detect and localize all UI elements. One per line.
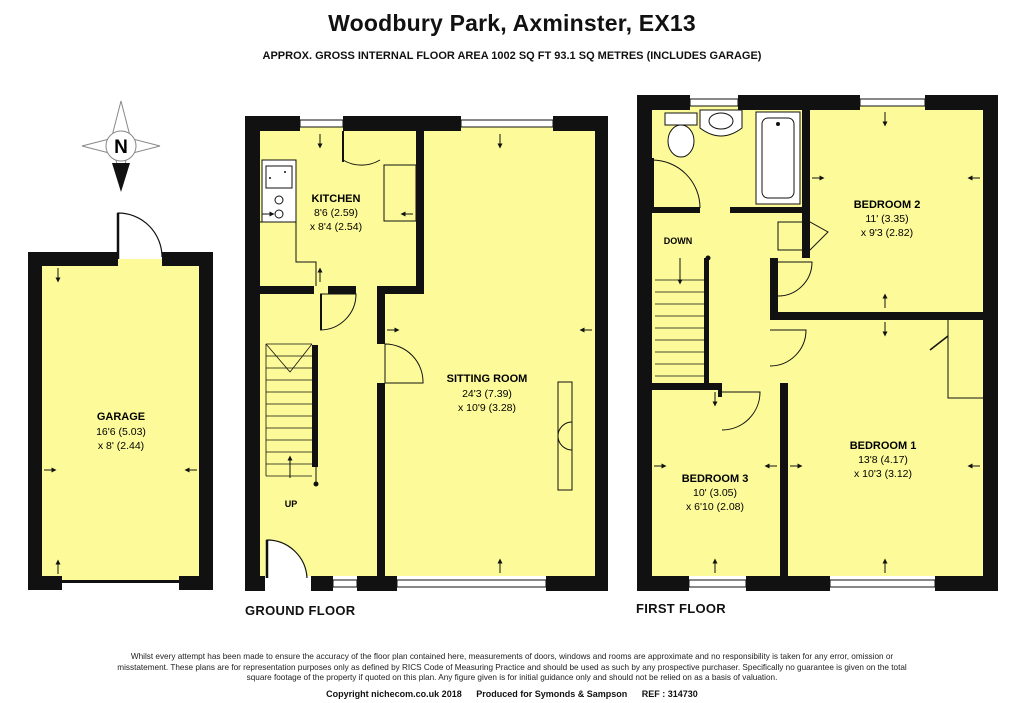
first-floor-plan [637, 95, 998, 591]
reference-text: REF : 314730 [641, 689, 698, 699]
bedroom-1-label: BEDROOM 1 13'8 (4.17) x 10'3 (3.12) [850, 440, 917, 480]
svg-text:BEDROOM 1: BEDROOM 1 [850, 440, 917, 452]
bathtub-icon [755, 111, 801, 205]
disclaimer-text: Whilst every attempt has been made to en… [117, 652, 907, 682]
floor-area-subtitle: APPROX. GROSS INTERNAL FLOOR AREA 1002 S… [262, 50, 762, 62]
sitting-room-label: SITTING ROOM 24'3 (7.39) x 10'9 (3.28) [447, 373, 528, 414]
svg-text:BEDROOM 3: BEDROOM 3 [682, 473, 749, 485]
stairs-up-label: UP [285, 499, 298, 509]
bedroom-2-label: BEDROOM 2 11' (3.35) x 9'3 (2.82) [854, 199, 921, 239]
svg-text:GARAGE: GARAGE [97, 411, 145, 423]
first-floor-label: FIRST FLOOR [636, 601, 726, 616]
garage-room [28, 212, 213, 590]
svg-text:x 10'9 (3.28): x 10'9 (3.28) [458, 402, 516, 414]
compass-north-label: N [114, 137, 128, 158]
kitchen-label: KITCHEN 8'6 (2.59) x 8'4 (2.54) [310, 193, 362, 233]
footer: Copyright nichecom.co.uk 2018 Produced f… [0, 689, 1024, 699]
svg-text:x 8'4 (2.54): x 8'4 (2.54) [310, 221, 362, 233]
ground-floor-label: GROUND FLOOR [245, 603, 356, 618]
svg-text:11' (3.35): 11' (3.35) [865, 213, 908, 225]
svg-text:KITCHEN: KITCHEN [312, 193, 361, 205]
washbasin-icon [699, 109, 743, 137]
svg-text:x 10'3 (3.12): x 10'3 (3.12) [854, 468, 912, 480]
produced-for-text: Produced for Symonds & Sampson [476, 689, 628, 699]
svg-text:x 9'3 (2.82): x 9'3 (2.82) [861, 227, 913, 239]
stairs-down-label: DOWN [664, 236, 693, 246]
garage-label: GARAGE 16'6 (5.03) x 8' (2.44) [96, 411, 146, 452]
svg-text:x 8' (2.44): x 8' (2.44) [98, 440, 144, 452]
svg-text:24'3 (7.39): 24'3 (7.39) [462, 388, 512, 400]
toilet-icon [664, 112, 698, 158]
svg-text:x 6'10 (2.08): x 6'10 (2.08) [686, 501, 744, 513]
ground-floor-plan [245, 116, 608, 591]
svg-text:8'6 (2.59): 8'6 (2.59) [314, 207, 358, 219]
svg-text:SITTING ROOM: SITTING ROOM [447, 373, 528, 385]
plan-title: Woodbury Park, Axminster, EX13 [328, 10, 696, 36]
bedroom-3-label: BEDROOM 3 10' (3.05) x 6'10 (2.08) [682, 473, 749, 513]
compass-rose-icon: N [81, 100, 161, 192]
svg-text:13'8 (4.17): 13'8 (4.17) [858, 454, 908, 466]
svg-text:BEDROOM 2: BEDROOM 2 [854, 199, 921, 211]
copyright-text: Copyright nichecom.co.uk 2018 [326, 689, 462, 699]
kitchen-sink-icon [261, 159, 297, 223]
svg-text:16'6 (5.03): 16'6 (5.03) [96, 426, 146, 438]
svg-text:10' (3.05): 10' (3.05) [693, 487, 737, 499]
